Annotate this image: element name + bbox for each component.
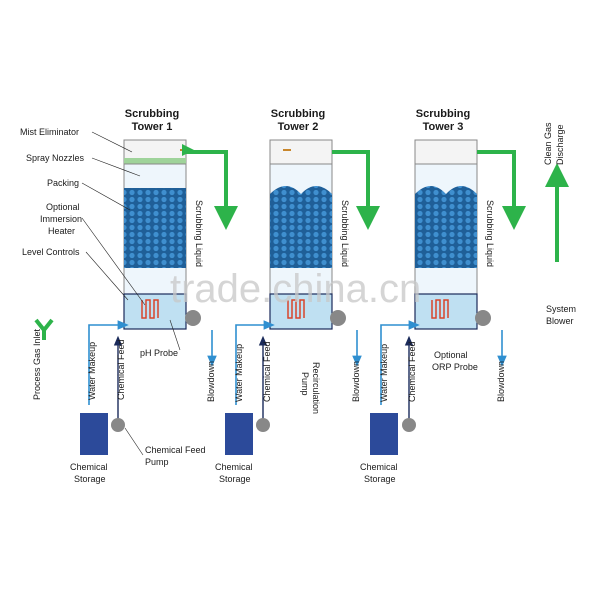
chemical-storage-1: [80, 413, 108, 455]
tower-2-sump: [269, 293, 333, 330]
chemical-feed-pump-1: [111, 418, 125, 432]
tower-2-heater: [287, 299, 305, 319]
gas-flow-2-3: [332, 150, 380, 230]
mist-eliminator: [124, 158, 186, 164]
tower-2-liquid-label: Scrubbing Liquid: [340, 200, 350, 267]
chemical-feed-pump-label-line2: Pump: [145, 457, 169, 467]
heater-label-line1: Optional: [46, 202, 80, 212]
ph-probe-leader: [169, 319, 181, 351]
clean-gas-discharge-line2: Discharge: [555, 124, 565, 165]
storage-3-line2: Storage: [364, 474, 396, 484]
tower-2-title-line1: Scrubbing: [271, 108, 325, 120]
packing-label: Packing: [47, 178, 79, 188]
water-makeup-2: Water Makeup: [234, 344, 244, 402]
level-controls-label: Level Controls: [22, 247, 80, 257]
tower-1-pump: [185, 310, 201, 326]
tower-3-title-line2: Tower 3: [423, 121, 464, 133]
mist-eliminator-label: Mist Eliminator: [20, 127, 79, 137]
tower-3-top-section: [414, 139, 478, 165]
chemical-storage-3: [370, 413, 398, 455]
tower-3-liquid-label: Scrubbing Liquid: [485, 200, 495, 267]
chemical-storage-2: [225, 413, 253, 455]
clean-gas-discharge-line1: Clean Gas: [543, 122, 553, 165]
tower-2-top-section: [269, 139, 333, 165]
chemical-feed-pump-leader: [124, 427, 144, 456]
orp-probe-label-line1: Optional: [434, 350, 468, 360]
gas-flow-1-2: [186, 150, 238, 230]
storage-3-line1: Chemical: [360, 462, 398, 472]
tower-1-title-line1: Scrubbing: [125, 108, 179, 120]
packing: [124, 188, 186, 268]
tower-3-pump: [475, 310, 491, 326]
blowdown-3: Blowdown: [496, 361, 506, 402]
chemical-feed-pump-2: [256, 418, 270, 432]
tower-2: Scrubbing Tower 2 Scrubbing Liquid Recir…: [269, 108, 350, 414]
label-leaders: [81, 131, 146, 306]
system-blower-line1: System: [546, 304, 576, 314]
storage-1-line2: Storage: [74, 474, 106, 484]
chemical-feed-2: Chemical Feed: [262, 341, 272, 402]
liquid-lines: [88, 320, 507, 420]
recirc-pump-label-line1: Recirculation: [311, 362, 321, 414]
tower-1: Scrubbing Tower 1 Scrubbing Liquid pH Pr…: [123, 108, 204, 358]
water-makeup-1: Water Makeup: [87, 342, 97, 400]
tower-1-title-line2: Tower 1: [132, 121, 173, 133]
chemical-feed-pump-label-line1: Chemical Feed: [145, 445, 206, 455]
immersion-heater: [141, 299, 159, 319]
spray-nozzles-label: Spray Nozzles: [26, 153, 85, 163]
recirc-pump-label-line2: Pump: [300, 372, 310, 396]
chemical-feed-3: Chemical Feed: [407, 341, 417, 402]
gas-flow-3-blower: [477, 150, 526, 230]
tower-1-sump: [123, 293, 187, 330]
heater-label-line2: Immersion: [40, 214, 82, 224]
tower-2-packing: [270, 186, 332, 268]
ph-probe-label: pH Probe: [140, 348, 178, 358]
chemical-feed-pump-3: [402, 418, 416, 432]
recirculation-pump: [330, 310, 346, 326]
blowdown-1: Blowdown: [206, 361, 216, 402]
watermark: trade.china.cn: [170, 267, 421, 311]
process-gas-inlet-arrow: [34, 318, 54, 340]
orp-probe-label-line2: ORP Probe: [432, 362, 478, 372]
tower-3-heater: [431, 299, 449, 319]
water-makeup-3: Water Makeup: [379, 344, 389, 402]
blowdown-2: Blowdown: [351, 361, 361, 402]
process-gas-inlet-label: Process Gas Inlet: [32, 328, 42, 400]
tower-1-liquid-label: Scrubbing Liquid: [194, 200, 204, 267]
tower-3-packing: [415, 186, 477, 268]
system-blower-line2: Blower: [546, 316, 574, 326]
chemical-feed-1: Chemical Feed: [116, 339, 126, 400]
tower-3-title-line1: Scrubbing: [416, 108, 470, 120]
storage-2-line2: Storage: [219, 474, 251, 484]
tower-3: Scrubbing Tower 3 Scrubbing Liquid Optio…: [414, 108, 495, 372]
tower-2-title-line2: Tower 2: [278, 121, 319, 133]
storage-2-line1: Chemical: [215, 462, 253, 472]
storage-1-line1: Chemical: [70, 462, 108, 472]
heater-label-line3: Heater: [48, 226, 75, 236]
